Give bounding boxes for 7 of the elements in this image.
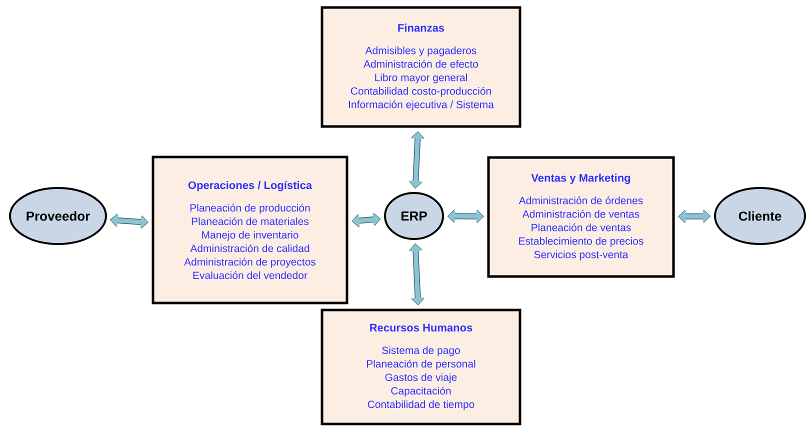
ellipse-node: Cliente <box>714 187 806 245</box>
module-box: Operaciones / Logística Planeación de producción Planeación de materiales Manejo de inventario Administración de calidad Administración de proyectos Evaluación del vendedor <box>152 156 348 304</box>
module-box: Ventas y Marketing Administración de órdenes Administración de ventas Planeación de ventas Establecimiento de precios Servicios post-venta <box>487 156 675 278</box>
ellipse-node: Proveedor <box>9 187 107 245</box>
module-box: Recursos Humanos Sistema de pago Planeación de personal Gastos de viaje Capacitación Contabilidad de tiempo <box>320 308 522 426</box>
ellipse-node: ERP <box>384 192 444 240</box>
module-box: Finanzas Admisibles y pagaderos Administración de efecto Libro mayor general Contabilidad costo-producción Información ejecutiva / Sistema <box>320 6 522 128</box>
